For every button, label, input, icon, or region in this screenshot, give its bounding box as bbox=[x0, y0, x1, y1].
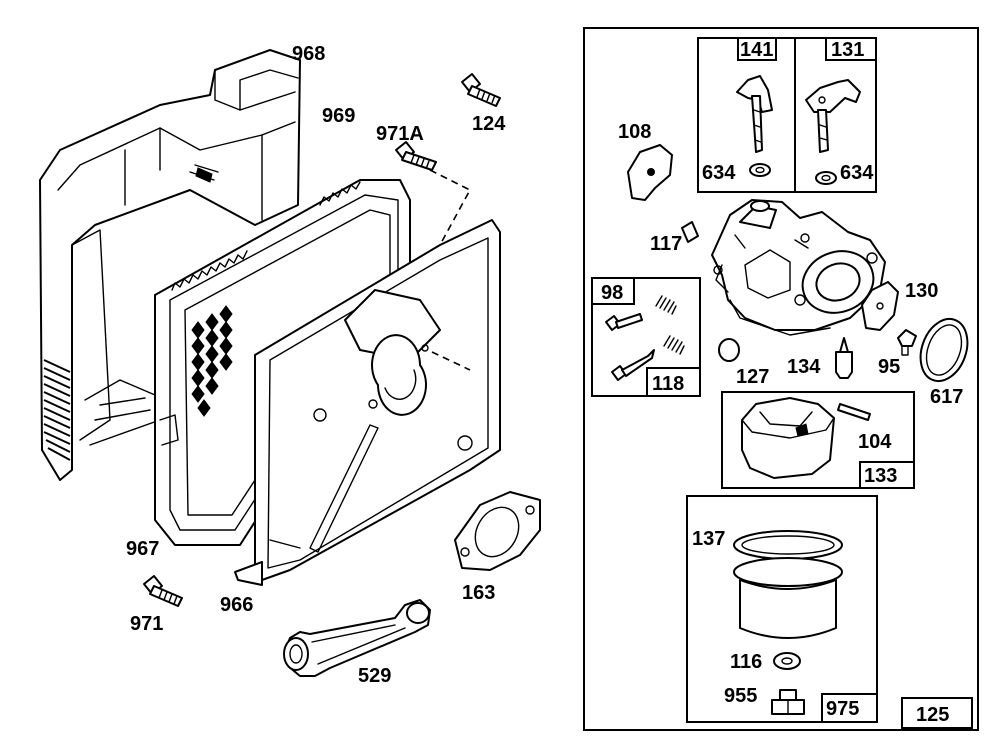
label-966: 966 bbox=[220, 594, 253, 616]
screw-971a bbox=[395, 141, 437, 171]
label-104: 104 bbox=[858, 431, 892, 453]
screw-971 bbox=[143, 575, 183, 607]
throttle-valve-130 bbox=[861, 281, 899, 331]
carburetor-body bbox=[711, 199, 886, 336]
air-cleaner-cover bbox=[234, 219, 501, 586]
label-127: 127 bbox=[736, 366, 769, 388]
gasket-163 bbox=[454, 491, 541, 571]
label-117: 117 bbox=[650, 233, 682, 255]
label-969: 969 bbox=[322, 105, 355, 127]
label-617: 617 bbox=[930, 386, 963, 408]
carburetor-kit-frame bbox=[583, 27, 979, 731]
label-124: 124 bbox=[472, 113, 506, 135]
bowl-nut-955 bbox=[771, 689, 805, 715]
label-133: 133 bbox=[864, 465, 897, 487]
label-118: 118 bbox=[652, 373, 684, 395]
label-141: 141 bbox=[740, 39, 773, 61]
label-134: 134 bbox=[787, 356, 821, 378]
label-125: 125 bbox=[916, 704, 949, 726]
welch-plug-127 bbox=[718, 338, 740, 362]
label-529: 529 bbox=[358, 665, 391, 687]
label-955: 955 bbox=[724, 685, 757, 707]
label-971a: 971A bbox=[376, 123, 424, 145]
choke-valve-108 bbox=[627, 144, 673, 201]
label-98: 98 bbox=[601, 282, 623, 304]
leader-lines bbox=[429, 169, 472, 371]
washer-116 bbox=[773, 652, 801, 670]
air-cleaner-base bbox=[39, 49, 301, 481]
label-130: 130 bbox=[905, 280, 938, 302]
label-975: 975 bbox=[826, 698, 859, 720]
pin-117 bbox=[681, 221, 699, 243]
screw-95 bbox=[897, 329, 917, 356]
throttle-shaft-131 bbox=[805, 79, 861, 185]
screw-124 bbox=[461, 73, 501, 107]
choke-shaft-141 bbox=[736, 75, 773, 177]
label-634-right: 634 bbox=[840, 162, 874, 184]
label-95: 95 bbox=[878, 356, 900, 378]
label-967: 967 bbox=[126, 538, 159, 560]
inlet-needle-134 bbox=[835, 337, 853, 379]
float-133 bbox=[741, 397, 871, 479]
label-163: 163 bbox=[462, 582, 495, 604]
part-labels: 968 969 971A 124 967 966 971 163 529 108… bbox=[126, 39, 963, 726]
float-bowl-137 bbox=[733, 530, 843, 639]
label-131: 131 bbox=[831, 39, 864, 61]
label-971: 971 bbox=[130, 613, 163, 635]
label-634-left: 634 bbox=[702, 162, 736, 184]
o-ring-617 bbox=[919, 318, 969, 382]
label-116: 116 bbox=[730, 651, 762, 673]
label-968: 968 bbox=[292, 43, 325, 65]
label-108: 108 bbox=[618, 121, 651, 143]
breather-tube-529 bbox=[283, 599, 431, 677]
label-137: 137 bbox=[692, 528, 725, 550]
screw-spring-set bbox=[605, 295, 685, 381]
